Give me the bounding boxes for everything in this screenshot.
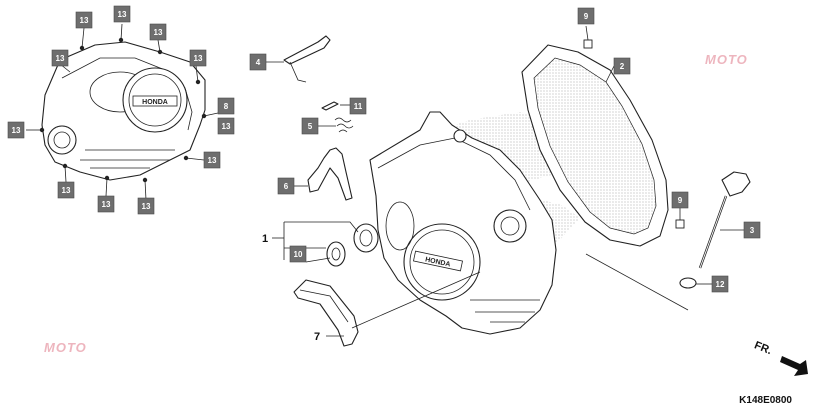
callout-tag-9: 9 bbox=[577, 7, 595, 25]
callout-tag-13: 13 bbox=[7, 121, 25, 139]
callout-tag-13: 13 bbox=[217, 117, 235, 135]
svg-text:6: 6 bbox=[284, 182, 289, 191]
svg-text:13: 13 bbox=[12, 126, 21, 135]
crankcase-cover-main: HONDA bbox=[369, 111, 600, 335]
callout-tag-13: 13 bbox=[51, 49, 69, 67]
o-ring-part-12 bbox=[679, 277, 712, 289]
part-label-1: 1 bbox=[262, 233, 268, 245]
callout-tag-12: 12 bbox=[711, 275, 729, 293]
callout-tag-2: 2 bbox=[613, 57, 631, 75]
svg-text:13: 13 bbox=[208, 156, 217, 165]
spring-part-5 bbox=[318, 117, 354, 133]
svg-text:11: 11 bbox=[354, 102, 363, 111]
bracket-part-6 bbox=[294, 147, 353, 201]
svg-text:13: 13 bbox=[62, 186, 71, 195]
svg-text:13: 13 bbox=[118, 10, 127, 19]
svg-text:13: 13 bbox=[154, 28, 163, 37]
svg-text:13: 13 bbox=[222, 122, 231, 131]
callout-tag-6: 6 bbox=[277, 177, 295, 195]
callout-tag-13: 13 bbox=[203, 151, 221, 169]
svg-text:2: 2 bbox=[620, 62, 625, 71]
guide-part-7 bbox=[293, 279, 359, 347]
seal-bearing-group bbox=[272, 221, 379, 267]
callout-tag-5: 5 bbox=[301, 117, 319, 135]
callout-tag-13: 13 bbox=[75, 11, 93, 29]
svg-text:3: 3 bbox=[750, 226, 755, 235]
front-arrow-icon bbox=[780, 356, 808, 376]
watermark-logo-top: MOTO bbox=[705, 52, 748, 67]
svg-text:12: 12 bbox=[716, 280, 725, 289]
front-direction-indicator: FR. bbox=[753, 339, 808, 376]
clutch-cover-small: HONDA bbox=[41, 41, 206, 181]
svg-text:5: 5 bbox=[308, 122, 313, 131]
callout-tag-11: 11 bbox=[349, 97, 367, 115]
assembly-lines bbox=[351, 253, 689, 329]
svg-text:10: 10 bbox=[294, 250, 303, 259]
fr-label: FR. bbox=[753, 339, 774, 357]
svg-text:13: 13 bbox=[80, 16, 89, 25]
callout-tag-13: 13 bbox=[57, 181, 75, 199]
watermark-logo-bottom: MOTO bbox=[44, 340, 87, 355]
callout-tags: 13 13 13 13 13 13 8 13 13 13 13 13 4 11 … bbox=[7, 5, 761, 293]
small-cover-leaders bbox=[26, 23, 219, 201]
svg-text:9: 9 bbox=[584, 12, 589, 21]
svg-text:13: 13 bbox=[194, 54, 203, 63]
svg-text:8: 8 bbox=[224, 102, 229, 111]
svg-text:13: 13 bbox=[56, 54, 65, 63]
dowel-pins-9 bbox=[583, 25, 685, 229]
svg-text:9: 9 bbox=[678, 196, 683, 205]
part-label-7: 7 bbox=[314, 331, 320, 343]
callout-tag-13: 13 bbox=[149, 23, 167, 41]
gasket-part-2 bbox=[521, 44, 669, 247]
callout-tag-13: 13 bbox=[113, 5, 131, 23]
callout-tag-3: 3 bbox=[743, 221, 761, 239]
svg-text:13: 13 bbox=[142, 202, 151, 211]
callout-tag-8: 8 bbox=[217, 97, 235, 115]
dipstick-part-3 bbox=[698, 171, 751, 269]
callout-tag-4: 4 bbox=[249, 53, 267, 71]
clip-part-11 bbox=[321, 101, 350, 111]
callout-tag-10: 10 bbox=[289, 245, 307, 263]
callout-tag-13: 13 bbox=[189, 49, 207, 67]
callout-tag-9: 9 bbox=[671, 191, 689, 209]
drawing-code: K148E0800 bbox=[739, 395, 792, 406]
callout-tag-13: 13 bbox=[137, 197, 155, 215]
brand-mark-small: HONDA bbox=[142, 99, 168, 106]
callout-tag-13: 13 bbox=[97, 195, 115, 213]
rod-part-4 bbox=[266, 35, 331, 83]
svg-text:13: 13 bbox=[102, 200, 111, 209]
svg-text:4: 4 bbox=[256, 58, 261, 67]
